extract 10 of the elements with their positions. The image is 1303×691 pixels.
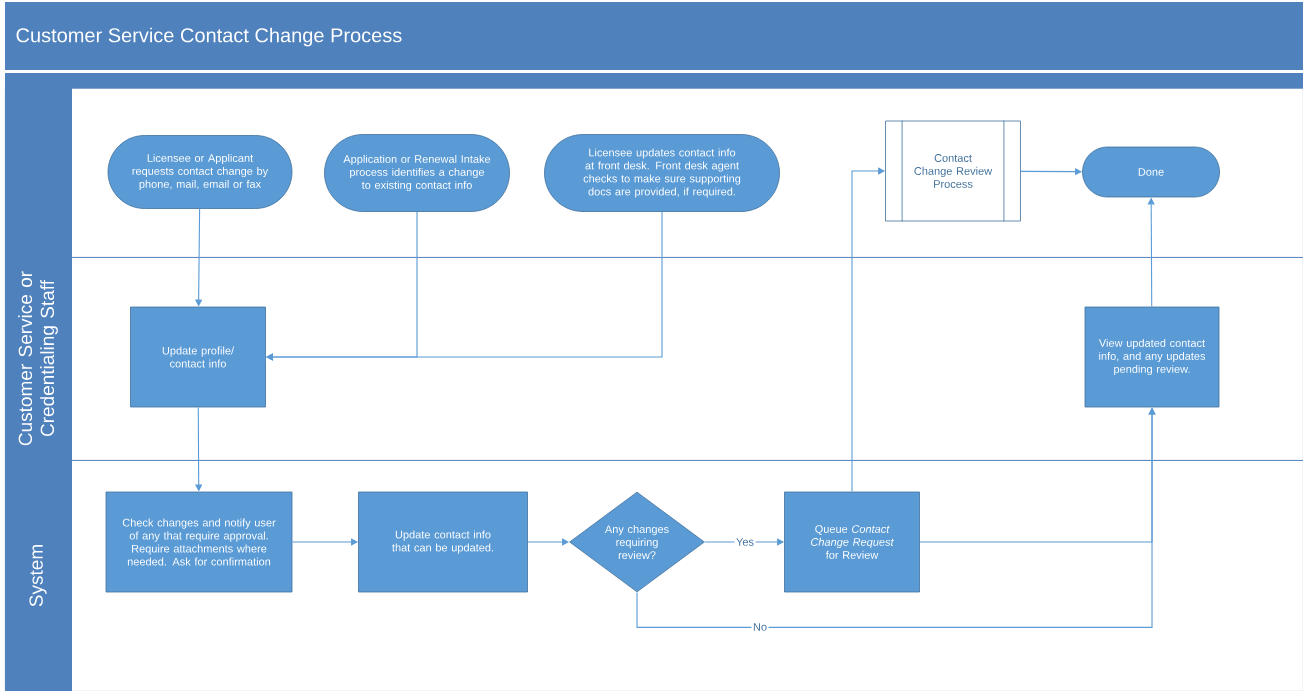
process-box: Check changes and notify user of any that require approval. Require attachments where needed. Ask for confirmation bbox=[105, 491, 293, 593]
edge-label: No bbox=[751, 621, 769, 633]
title-bar: Customer Service Contact Change Process bbox=[5, 2, 1303, 70]
swimlane bbox=[5, 88, 1303, 258]
process-box: Queue Contact Change Request for Review bbox=[784, 491, 920, 593]
process-box: Update profile/ contact info bbox=[130, 306, 266, 408]
process-box: Update contact info that can be updated. bbox=[358, 491, 528, 593]
edge-label: Yes bbox=[734, 536, 756, 548]
process-box: View updated contact info, and any updates pending review. bbox=[1084, 306, 1220, 408]
subprocess-box: Contact Change Review Process bbox=[885, 120, 1021, 222]
